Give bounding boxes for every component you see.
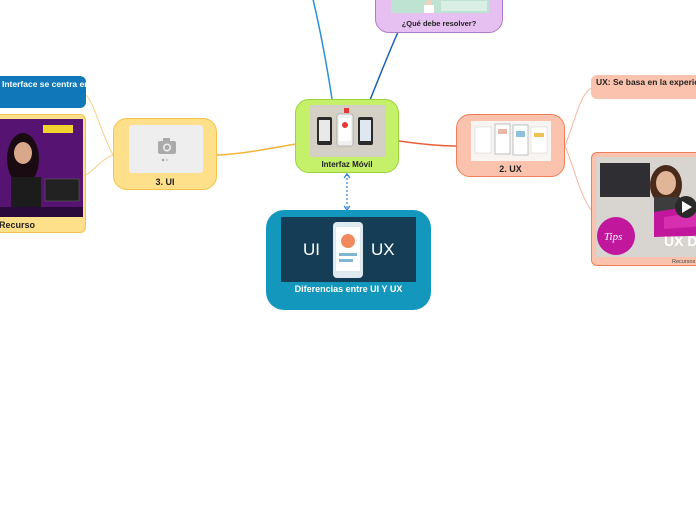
ux-note-text: UX: Se basa en la experiencia del usuari… <box>596 78 696 87</box>
ui-node[interactable]: 3. UI <box>113 118 217 190</box>
wireframe-image <box>471 121 551 161</box>
play-icon <box>682 201 692 213</box>
ux-resource-label: Recursos <box>672 259 696 265</box>
ux-label: 2. UX <box>499 164 522 174</box>
ui-note[interactable]: Interface se centra en (colores, tipogra… <box>0 76 92 108</box>
image-placeholder <box>129 125 203 173</box>
question-label: ¿Qué debe resolver? <box>401 19 477 28</box>
link-center-ux <box>398 140 457 147</box>
link-ui-resource <box>85 154 114 176</box>
link-ux-note <box>564 87 592 147</box>
center-node-interfaz-movil[interactable]: Interfaz Móvil <box>295 99 399 173</box>
question-node[interactable]: ¿Qué debe resolver? <box>375 0 503 33</box>
link-center-top <box>312 0 333 100</box>
ui-resource-label: Recurso <box>0 220 36 230</box>
phones-image <box>310 105 386 157</box>
ui-video-thumbnail <box>0 119 83 217</box>
camera-icon <box>158 138 176 162</box>
ux-node[interactable]: 2. UX <box>456 114 565 177</box>
link-center-ui <box>216 143 297 156</box>
differences-node[interactable]: UI UX Diferencias entre UI Y UX <box>266 210 431 310</box>
ux-resource[interactable]: UX D Tips Recursos <box>591 152 696 266</box>
tips-text: Tips <box>604 231 622 243</box>
link-center-question <box>369 31 399 101</box>
ux-word: UX <box>371 240 395 259</box>
ui-resource[interactable]: Recurso <box>0 114 86 233</box>
question-image <box>391 0 489 13</box>
arrow-up <box>343 173 351 179</box>
link-ux-resource <box>564 145 592 211</box>
ux-video-thumbnail: UX D Tips <box>596 157 696 257</box>
ui-word: UI <box>303 240 320 259</box>
link-ui-note <box>85 94 114 156</box>
ui-ux-image: UI UX <box>281 217 416 282</box>
ux-d-text: UX D <box>664 233 696 249</box>
ux-note[interactable]: UX: Se basa en la experiencia del usuari… <box>591 75 696 99</box>
center-label: Interfaz Móvil <box>321 160 373 169</box>
ui-note-text: Interface se centra en (colores, tipogra… <box>2 80 92 89</box>
ui-label: 3. UI <box>155 177 175 187</box>
differences-label: Diferencias entre UI Y UX <box>294 284 403 294</box>
